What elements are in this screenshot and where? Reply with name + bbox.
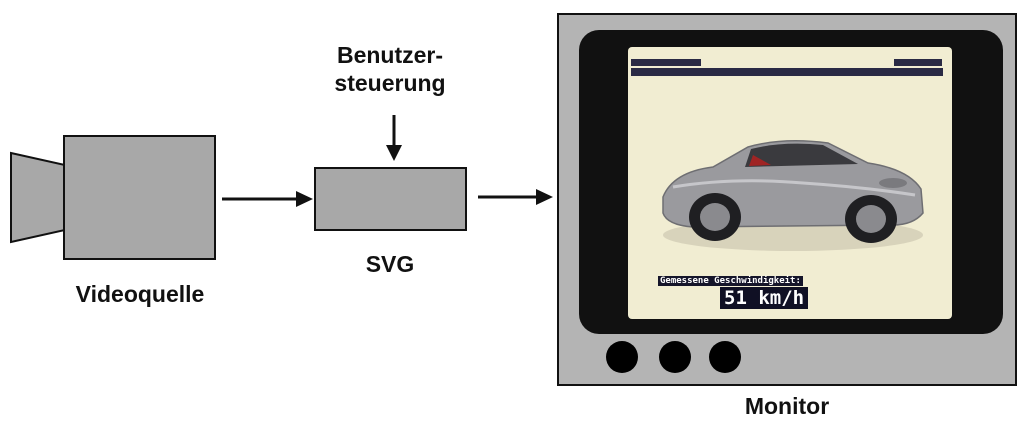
osd-header-bar-location (631, 68, 943, 76)
camera-label: Videoquelle (75, 281, 205, 307)
monitor-knob-2 (659, 341, 691, 373)
svg-label: SVG (365, 251, 415, 277)
camera-lens-shape (10, 151, 66, 244)
monitor-screen-bezel: Gemessene Geschwindigkeit: 51 km/h (579, 30, 1003, 334)
speed-caption: Gemessene Geschwindigkeit: (658, 276, 803, 286)
arrow-camera-to-svg (222, 191, 313, 207)
monitor-label: Monitor (744, 393, 830, 419)
car-image (662, 140, 924, 251)
speed-value: 51 km/h (720, 287, 809, 309)
monitor-screen: Gemessene Geschwindigkeit: 51 km/h (628, 47, 952, 319)
osd-header-bar-right (894, 59, 942, 66)
osd-header-bar-left (631, 59, 701, 66)
user-control-label-line2: steuerung (334, 70, 446, 96)
user-control-label: Benutzer- steuerung (300, 41, 480, 97)
monitor-knob-3 (709, 341, 741, 373)
monitor-knob-1 (606, 341, 638, 373)
camera-body (63, 135, 216, 260)
svg-box (314, 167, 467, 231)
user-control-label-line1: Benutzer- (336, 42, 444, 68)
arrow-svg-to-monitor (478, 189, 553, 205)
arrow-user-control-to-svg (386, 115, 402, 161)
monitor: Gemessene Geschwindigkeit: 51 km/h (557, 13, 1017, 386)
